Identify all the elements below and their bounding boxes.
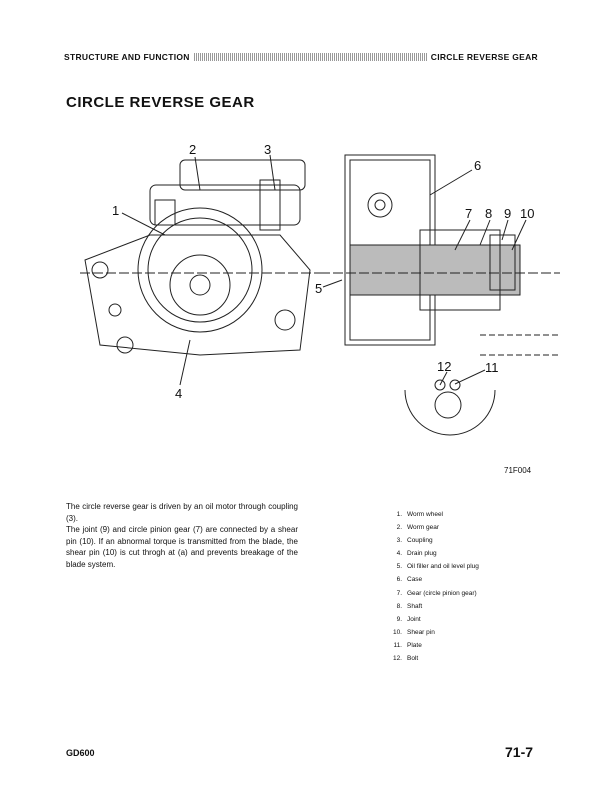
parts-list: 1. Worm wheel 2. Worm gear 3. Coupling 4. Drain… xyxy=(385,511,479,668)
part-name: Coupling xyxy=(407,537,433,545)
callout-11: 11 xyxy=(485,360,499,375)
part-name: Shear pin xyxy=(407,628,435,636)
part-number: 5. xyxy=(396,563,402,571)
part-number: 7. xyxy=(396,589,402,597)
part-name: Gear (circle pinion gear) xyxy=(407,589,477,597)
parts-list-item: 3. Coupling xyxy=(385,537,479,550)
part-name: Plate xyxy=(407,641,422,649)
figure-id: 71F004 xyxy=(504,466,532,475)
part-number: 2. xyxy=(396,524,402,532)
part-number: 9. xyxy=(396,615,402,623)
parts-list-item: 9. Joint xyxy=(385,616,479,629)
parts-list-item: 7. Gear (circle pinion gear) xyxy=(385,590,479,603)
description-line: The circle reverse gear is driven by an … xyxy=(66,502,298,523)
parts-list-item: 2. Worm gear xyxy=(385,524,479,537)
part-number: 1. xyxy=(396,511,402,518)
header-topic: CIRCLE REVERSE GEAR xyxy=(430,52,538,62)
callout-12: 12 xyxy=(437,359,451,374)
parts-list-item: 12. Bolt xyxy=(385,655,479,668)
part-number: 12. xyxy=(392,655,402,663)
part-number: 10. xyxy=(392,628,402,636)
parts-list-item: 1. Worm wheel xyxy=(385,511,479,524)
callout-6: 6 xyxy=(474,158,481,173)
callout-1: 1 xyxy=(112,203,119,218)
page-title: CIRCLE REVERSE GEAR xyxy=(66,94,255,111)
description-line: The joint (9) and circle pinion gear (7)… xyxy=(66,525,298,569)
parts-list-item: 11. Plate xyxy=(385,642,479,655)
part-number: 11. xyxy=(393,641,402,649)
part-number: 8. xyxy=(396,602,402,610)
part-name: Worm wheel xyxy=(407,511,444,518)
part-name: Drain plug xyxy=(407,550,437,558)
part-number: 4. xyxy=(396,550,402,558)
callout-4: 4 xyxy=(175,386,182,401)
callout-3: 3 xyxy=(264,142,271,157)
callout-5: 5 xyxy=(315,281,322,296)
callout-7: 7 xyxy=(465,206,472,221)
page-number: 71-7 xyxy=(505,744,534,760)
callout-labels: 1 2 3 4 5 6 7 8 9 10 11 12 xyxy=(112,142,534,401)
part-name: Worm gear xyxy=(407,524,440,532)
callout-9: 9 xyxy=(504,206,511,221)
front-view xyxy=(80,159,320,356)
callout-2: 2 xyxy=(189,142,196,157)
section-view xyxy=(320,154,560,436)
parts-list-item: 4. Drain plug xyxy=(385,550,479,563)
parts-list-item: 10. Shear pin xyxy=(385,629,479,642)
leader-lines xyxy=(121,154,527,386)
part-name: Bolt xyxy=(407,655,419,663)
parts-list-item: 5. Oil filler and oil level plug xyxy=(385,563,479,576)
part-name: Shaft xyxy=(407,602,423,610)
callout-10: 10 xyxy=(520,206,534,221)
parts-list-item: 6. Case xyxy=(385,576,479,589)
part-number: 6. xyxy=(396,576,402,584)
part-name: Joint xyxy=(407,615,421,623)
parts-list-item: 8. Shaft xyxy=(385,603,479,616)
header-rule xyxy=(193,53,427,61)
gear-diagram: 1 2 3 4 5 6 7 8 9 10 11 12 xyxy=(80,142,560,436)
part-name: Case xyxy=(407,576,423,584)
header-section: STRUCTURE AND FUNCTION xyxy=(64,52,190,62)
description: The circle reverse gear is driven by an … xyxy=(66,501,298,570)
callout-8: 8 xyxy=(485,206,492,221)
part-number: 3. xyxy=(396,537,402,545)
running-header: STRUCTURE AND FUNCTION CIRCLE REVERSE GE… xyxy=(64,50,538,64)
part-name: Oil filler and oil level plug xyxy=(407,563,479,571)
footer-model: GD600 xyxy=(66,748,95,758)
